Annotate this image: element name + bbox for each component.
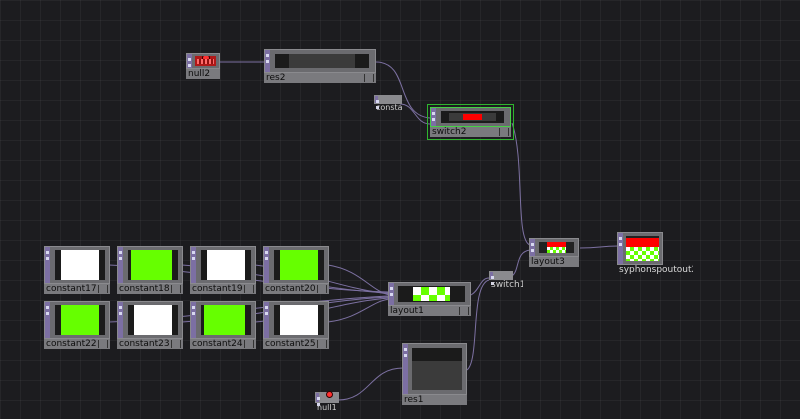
node-viewer — [201, 250, 251, 280]
node-null1[interactable]: null1 — [315, 391, 339, 412]
inlet-connector[interactable] — [265, 50, 270, 72]
node-frame — [264, 49, 376, 73]
inlet-connector[interactable] — [45, 247, 50, 283]
node-label: null2 — [186, 69, 220, 79]
inlet-connector[interactable] — [187, 54, 192, 68]
node-switch2[interactable]: switch2 — [427, 104, 514, 140]
inlet-connector[interactable] — [530, 239, 535, 256]
node-viewer — [398, 286, 465, 302]
inlet-connector[interactable] — [490, 272, 494, 285]
node-frame — [489, 271, 513, 285]
inlet-connector[interactable] — [264, 302, 269, 338]
node-frame — [117, 246, 183, 284]
node-null2[interactable]: null2 — [186, 53, 220, 79]
wire-layout3-syphon — [579, 245, 619, 249]
node-frame — [44, 301, 110, 339]
node-switch1[interactable]: switch1 — [489, 271, 523, 290]
node-label: constant1 — [376, 104, 402, 112]
node-frame — [263, 301, 329, 339]
node-frame — [117, 301, 183, 339]
node-frame — [263, 246, 329, 284]
wire-switch2-layout3 — [511, 122, 531, 246]
node-constant20[interactable]: constant20 — [263, 246, 329, 294]
node-constant22[interactable]: constant22 — [44, 301, 110, 349]
null-icon — [326, 391, 333, 398]
inlet-connector[interactable] — [403, 344, 408, 394]
node-frame — [315, 391, 339, 406]
node-viewer — [626, 236, 659, 261]
node-frame — [529, 238, 579, 257]
node-label: switch1 — [491, 280, 523, 290]
node-viewer — [539, 242, 574, 253]
node-label: res1 — [402, 395, 467, 405]
inlet-connector[interactable] — [191, 247, 196, 283]
node-viewer — [275, 54, 369, 68]
node-viewer — [441, 111, 504, 123]
node-layout3[interactable]: layout3 — [529, 238, 579, 267]
node-frame — [430, 107, 511, 127]
node-viewer — [128, 250, 178, 280]
wire-layout1-switch1 — [470, 277, 490, 296]
inlet-connector[interactable] — [618, 233, 623, 264]
node-label: null1 — [317, 403, 337, 412]
node-viewer — [274, 305, 324, 335]
wire-constant1-switch2 — [399, 103, 431, 125]
node-constant23[interactable]: constant23 — [117, 301, 183, 349]
node-viewer — [195, 56, 216, 66]
red-bar — [463, 114, 482, 120]
node-label: constant19 — [190, 284, 256, 294]
node-viewer — [55, 305, 105, 335]
node-frame — [190, 301, 256, 339]
node-label: constant18 — [117, 284, 183, 294]
node-label: constant24 — [190, 339, 256, 349]
wire-null1-res1 — [337, 367, 404, 401]
node-viewer — [201, 305, 251, 335]
node-res2[interactable]: res2 — [264, 49, 376, 83]
node-frame — [44, 246, 110, 284]
inlet-connector[interactable] — [191, 302, 196, 338]
node-label: layout3 — [529, 257, 579, 267]
node-label: constant20 — [263, 284, 329, 294]
node-label: constant22 — [44, 339, 110, 349]
node-frame — [186, 53, 220, 69]
wire-switch1-layout3 — [511, 249, 531, 277]
node-constant24[interactable]: constant24 — [190, 301, 256, 349]
node-label: res2 — [264, 73, 376, 83]
wire-c25-layout1 — [327, 298, 390, 323]
node-constant25[interactable]: constant25 — [263, 301, 329, 349]
inlet-connector[interactable] — [389, 283, 394, 305]
node-frame — [617, 232, 663, 265]
inlet-connector[interactable] — [118, 247, 123, 283]
node-viewer — [274, 250, 324, 280]
node-frame — [402, 343, 467, 395]
node-constant19[interactable]: constant19 — [190, 246, 256, 294]
node-constant18[interactable]: constant18 — [117, 246, 183, 294]
inlet-connector[interactable] — [118, 302, 123, 338]
wire-c20-layout1 — [327, 264, 390, 296]
node-viewer — [412, 348, 462, 390]
node-label: constant17 — [44, 284, 110, 294]
node-label: constant25 — [263, 339, 329, 349]
inlet-connector[interactable] — [264, 247, 269, 283]
node-label: constant23 — [117, 339, 183, 349]
inlet-connector[interactable] — [375, 96, 379, 109]
node-frame — [388, 282, 471, 306]
node-viewer — [128, 305, 178, 335]
node-res1[interactable]: res1 — [402, 343, 467, 405]
node-frame — [374, 95, 402, 109]
node-label: syphonspoutout2 — [619, 265, 693, 275]
node-frame — [190, 246, 256, 284]
inlet-connector[interactable] — [431, 108, 436, 126]
node-label: layout1 — [388, 306, 471, 316]
inlet-connector[interactable] — [316, 393, 320, 406]
node-label: switch2 — [430, 127, 511, 137]
node-syphonspoutout2[interactable]: syphonspoutout2 — [617, 232, 693, 275]
node-layout1[interactable]: layout1 — [388, 282, 471, 316]
inlet-connector[interactable] — [45, 302, 50, 338]
node-constant1[interactable]: constant1 — [374, 95, 402, 112]
node-constant17[interactable]: constant17 — [44, 246, 110, 294]
node-viewer — [55, 250, 105, 280]
